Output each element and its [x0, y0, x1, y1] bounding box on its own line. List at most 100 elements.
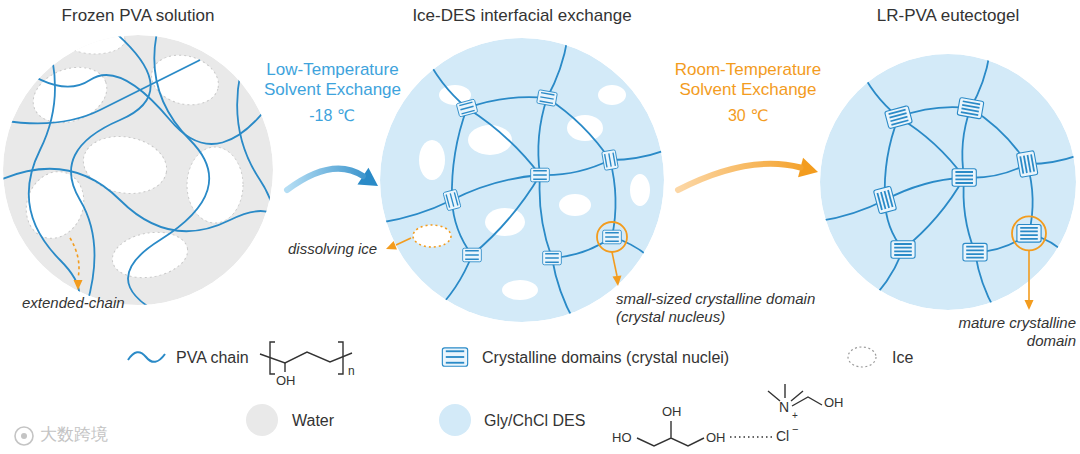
crystalline-domain	[442, 348, 467, 366]
lamella	[460, 106, 473, 110]
crystal-box	[1016, 151, 1038, 178]
dissolving-ice-blob	[413, 225, 451, 247]
callout-text: mature crystalline domain	[948, 314, 1076, 350]
crystalline-domain	[443, 189, 461, 211]
lamella	[465, 254, 479, 255]
lamella	[877, 193, 882, 210]
dissolving-ice-callout	[386, 225, 451, 249]
lamella	[545, 257, 559, 258]
legend-text: PVA chain	[176, 348, 249, 367]
crystalline-domain	[603, 230, 622, 244]
state-circle: Ice-DES interfacial exchangedissolving i…	[380, 6, 664, 322]
legend-ice-sample	[848, 347, 876, 367]
mature-domain-callout	[1012, 216, 1046, 310]
ice-crystal	[146, 48, 224, 112]
lamella	[894, 247, 912, 249]
crystalline-domain	[885, 106, 913, 129]
ice-crystal	[17, 163, 93, 246]
crystal-box	[885, 106, 913, 129]
crystalline-domain	[1016, 151, 1038, 178]
callout-text: dissolving ice	[288, 240, 388, 258]
leader-line	[396, 238, 411, 245]
lamella	[609, 153, 611, 166]
glycerol-bond	[637, 421, 704, 446]
crystal-box	[463, 248, 482, 262]
watermark: 大数跨境	[40, 425, 108, 445]
legend-text: Crystalline domains (crystal nuclei)	[482, 348, 729, 367]
charge: −	[792, 423, 798, 436]
repeat-index: n	[348, 364, 355, 378]
legend-text: Ice	[892, 348, 913, 367]
crystal-box	[443, 189, 461, 211]
lamella	[540, 101, 553, 103]
pva-chain	[128, 20, 209, 330]
legend-swatch	[246, 404, 278, 436]
lamella	[459, 102, 472, 106]
arrow-shaft	[678, 164, 801, 190]
lamella	[966, 253, 984, 255]
ice-crystal	[559, 194, 591, 216]
pva-chain	[552, 258, 580, 331]
pva-chain	[467, 97, 547, 108]
lamella	[450, 193, 454, 206]
watermark-icon	[21, 433, 27, 439]
ice-crystal	[79, 130, 171, 200]
lamella	[446, 195, 450, 208]
lamella	[894, 250, 912, 252]
pva-chain	[366, 200, 452, 225]
state-circle: Frozen PVA solutionextended-chain	[3, 6, 273, 305]
pva-chain	[538, 98, 547, 175]
step-label: Low-Temperature Solvent Exchange	[243, 60, 423, 101]
lamella	[533, 179, 547, 180]
lamella	[894, 243, 912, 245]
pva-chain	[432, 255, 472, 315]
pva-chain	[962, 108, 970, 177]
crystalline-domain	[543, 251, 562, 265]
extended-chain-callout	[70, 238, 83, 290]
legend-text: Gly/ChCl DES	[484, 411, 585, 430]
pva-chain	[540, 175, 552, 258]
lamella	[541, 93, 554, 95]
lamella	[1020, 234, 1038, 236]
solvent-ground	[3, 35, 273, 305]
pva-chain	[971, 40, 992, 108]
pva-chain	[964, 178, 975, 253]
callout-text: small-sized crystalline domain (crystal …	[616, 290, 831, 326]
crystalline-domain	[537, 90, 558, 107]
lamella	[1031, 154, 1034, 171]
lamella	[955, 175, 973, 177]
crystalline-domain	[952, 169, 976, 187]
ice-crystal	[468, 125, 512, 155]
lamella	[533, 174, 547, 175]
lamella	[446, 356, 464, 358]
lamella	[605, 232, 619, 233]
crystal-box	[1017, 225, 1041, 243]
lamella	[446, 362, 464, 364]
temperature: 30 ℃	[708, 106, 788, 125]
chem-group: OH	[276, 373, 296, 389]
lamella	[605, 236, 619, 237]
crystal-box	[603, 230, 622, 244]
ice-crystal	[598, 85, 626, 105]
ice-crystal	[65, 26, 125, 54]
crystal-box	[957, 97, 984, 119]
lamella	[955, 178, 973, 180]
lamella	[605, 241, 619, 242]
lamella	[465, 250, 479, 251]
crystalline-domain	[963, 243, 987, 261]
lamella	[955, 182, 973, 184]
lamella	[966, 257, 984, 259]
chem-atom: Cl	[776, 428, 789, 445]
legend-text: Water	[292, 411, 334, 430]
crystalline-domain	[1017, 225, 1041, 243]
lamella	[545, 262, 559, 263]
lamella	[533, 170, 547, 171]
crystalline-domain	[602, 150, 619, 171]
panel-title: LR-PVA eutectogel	[823, 6, 1073, 26]
crystal-box	[543, 251, 562, 265]
lamella	[1020, 227, 1038, 229]
charge: +	[792, 410, 798, 422]
